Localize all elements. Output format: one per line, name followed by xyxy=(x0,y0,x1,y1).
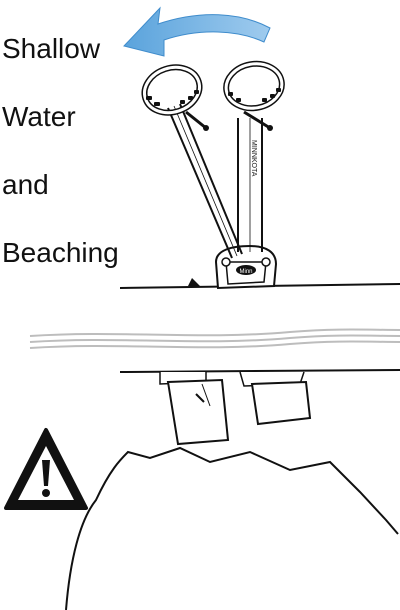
left-strap-icon xyxy=(141,64,209,131)
mount-badge: Minn xyxy=(239,269,252,275)
caption-line-2: Water xyxy=(2,101,76,132)
hull-line xyxy=(119,369,400,373)
right-arm: MINNKOTA xyxy=(237,118,263,252)
caption-line-1: Shallow xyxy=(2,33,101,64)
left-arm xyxy=(167,103,243,259)
water-surface xyxy=(29,328,400,349)
mount-brand-text: MINNKOTA xyxy=(250,140,257,177)
stowed-motor xyxy=(159,371,312,446)
warning-icon xyxy=(4,428,88,510)
rock-outline xyxy=(65,446,399,610)
caption-line-3: and xyxy=(2,169,49,200)
right-strap-icon xyxy=(223,60,285,131)
caption-line-4: Beaching xyxy=(2,237,119,268)
mount-base: Minn xyxy=(188,244,278,290)
stow-arrow-icon xyxy=(123,6,271,57)
caption-text: Shallow Water and Beaching xyxy=(2,0,119,304)
